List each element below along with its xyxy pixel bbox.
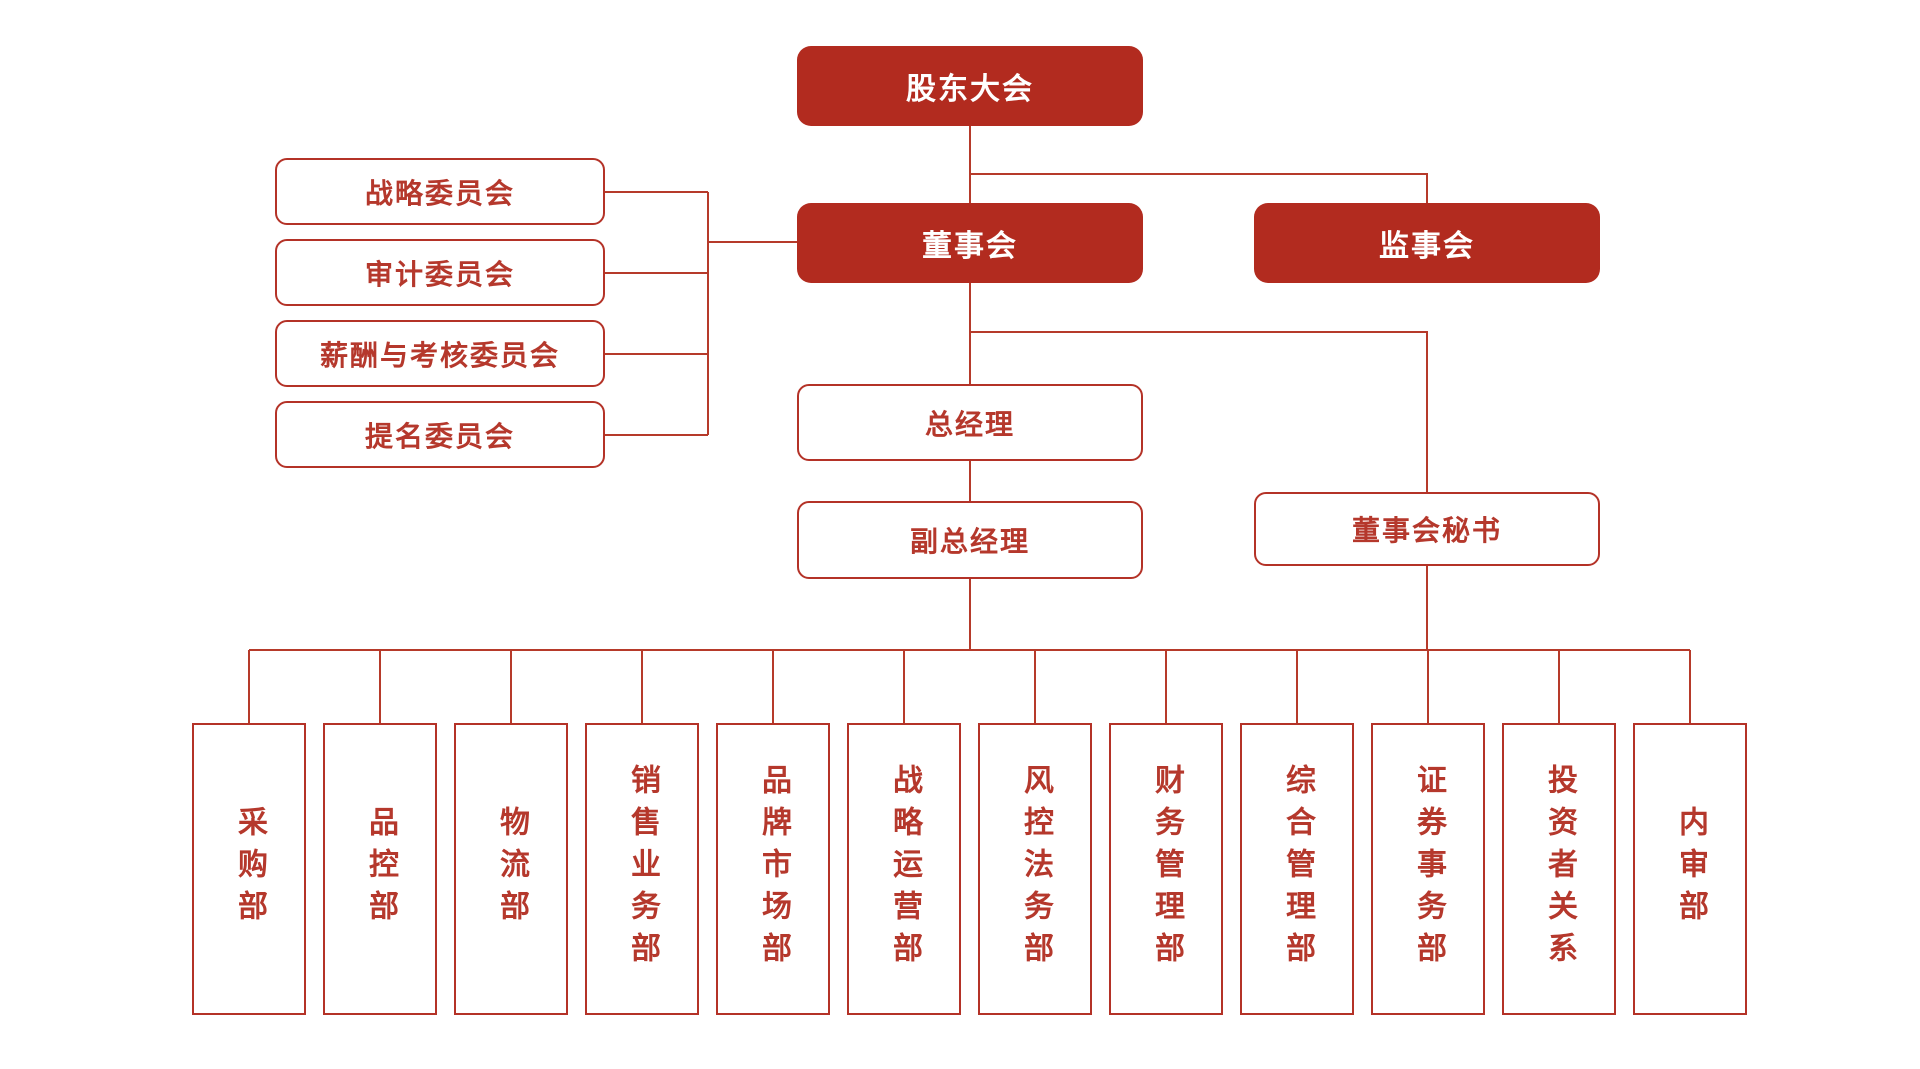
- node-label: 战略运营部: [887, 764, 922, 974]
- node-dept-procurement: 采购部: [192, 723, 306, 1015]
- node-committee-remuneration-appraisal: 薪酬与考核委员会: [275, 320, 605, 387]
- node-label: 战略委员会: [364, 176, 515, 210]
- node-label: 股东大会: [906, 72, 1034, 107]
- node-dept-logistics: 物流部: [454, 723, 568, 1015]
- line-dept-drops: [248, 650, 1691, 723]
- node-dept-general-management: 综合管理部: [1240, 723, 1354, 1015]
- line-to-secretary: [970, 331, 1428, 492]
- node-label: 销售业务部: [625, 764, 660, 974]
- node-dept-financial-management: 财务管理部: [1109, 723, 1223, 1015]
- node-label: 董事会秘书: [1351, 514, 1502, 547]
- node-committee-strategy: 战略委员会: [275, 158, 605, 225]
- node-label: 证券事务部: [1411, 764, 1446, 974]
- line-committee-spine: [707, 192, 797, 435]
- node-board-of-directors: 董事会: [797, 203, 1143, 283]
- node-label: 薪酬与考核委员会: [319, 338, 560, 372]
- node-dept-internal-audit: 内审部: [1633, 723, 1747, 1015]
- node-label: 采购部: [232, 806, 267, 932]
- node-label: 财务管理部: [1149, 764, 1184, 974]
- node-dept-investor-relations: 投资者关系: [1502, 723, 1616, 1015]
- node-label: 投资者关系: [1542, 764, 1577, 974]
- node-label: 董事会: [922, 229, 1018, 264]
- node-general-manager: 总经理: [797, 384, 1143, 461]
- node-label: 审计委员会: [364, 257, 515, 291]
- node-label: 副总经理: [909, 525, 1030, 558]
- node-dept-securities-affairs: 证券事务部: [1371, 723, 1485, 1015]
- node-supervisory-board: 监事会: [1254, 203, 1600, 283]
- node-label: 品牌市场部: [756, 764, 791, 974]
- line-committee-stubs: [605, 191, 708, 436]
- node-label: 总经理: [924, 407, 1015, 441]
- node-label: 综合管理部: [1280, 764, 1315, 974]
- node-label: 内审部: [1673, 806, 1708, 932]
- node-dept-strategy-operations: 战略运营部: [847, 723, 961, 1015]
- node-dept-sales-business: 销售业务部: [585, 723, 699, 1015]
- node-label: 提名委员会: [364, 419, 515, 453]
- node-dept-brand-marketing: 品牌市场部: [716, 723, 830, 1015]
- node-shareholders-meeting: 股东大会: [797, 46, 1143, 126]
- node-dept-quality-control: 品控部: [323, 723, 437, 1015]
- node-label: 风控法务部: [1018, 764, 1053, 974]
- node-label: 监事会: [1379, 229, 1475, 264]
- node-label: 物流部: [494, 806, 529, 932]
- line-to-supervisory: [970, 173, 1428, 203]
- node-committee-nomination: 提名委员会: [275, 401, 605, 468]
- node-dept-risk-legal: 风控法务部: [978, 723, 1092, 1015]
- node-label: 品控部: [363, 806, 398, 932]
- node-committee-audit: 审计委员会: [275, 239, 605, 306]
- node-deputy-general-manager: 副总经理: [797, 501, 1143, 579]
- node-board-secretary: 董事会秘书: [1254, 492, 1600, 566]
